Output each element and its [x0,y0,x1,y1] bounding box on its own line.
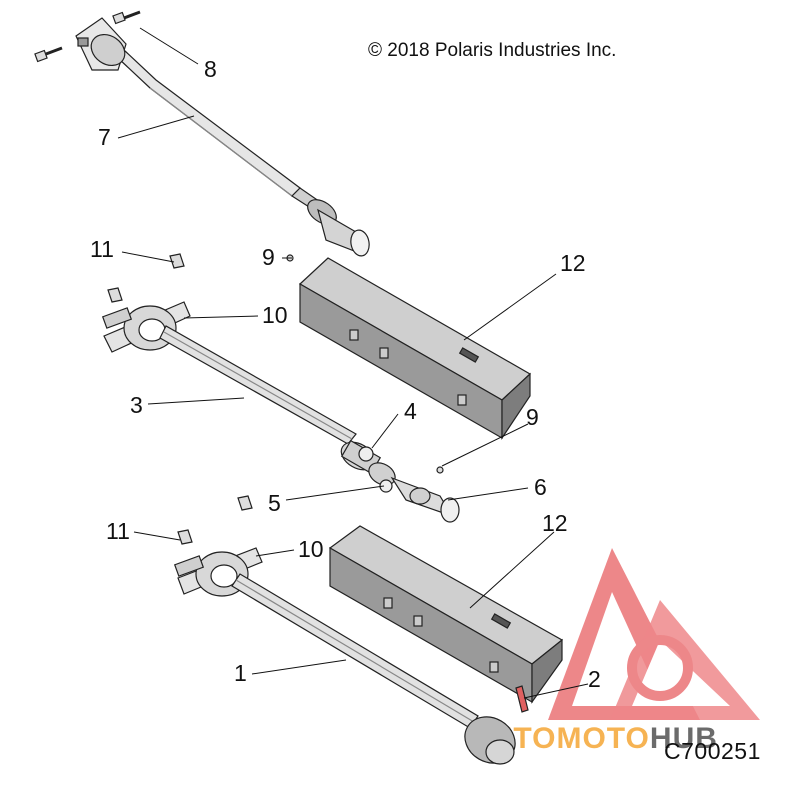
heat-shield-lower [328,525,564,704]
intermediate-shaft [159,325,357,445]
callout-12-upper: 12 [560,250,586,276]
callout-4: 4 [404,398,417,424]
callout-1: 1 [234,660,247,686]
callout-6: 6 [534,474,547,500]
callout-11-upper: 11 [90,236,114,262]
lower-steering-shaft [231,573,529,765]
leader-lines [117,27,589,699]
callout-7: 7 [98,124,111,150]
fasteners-small [107,253,444,545]
callout-9-upper: 9 [262,244,275,270]
upper-steering-shaft [75,17,370,257]
universal-joint [340,439,460,523]
heat-shield-upper [298,257,532,440]
watermark-logo [548,548,760,720]
callout-12-lower: 12 [542,510,568,536]
callout-9-lower: 9 [526,404,539,430]
callout-8: 8 [204,56,217,82]
callout-2: 2 [588,666,601,692]
callout-10-lower: 10 [298,536,324,562]
callout-11-lower: 11 [106,518,130,544]
callout-10-upper: 10 [262,302,288,328]
callout-3: 3 [130,392,143,418]
figure-id: C700251 [664,738,761,764]
bolt-8 [34,10,141,63]
callout-5: 5 [268,490,281,516]
copyright-notice: © 2018 Polaris Industries Inc. [368,40,617,61]
